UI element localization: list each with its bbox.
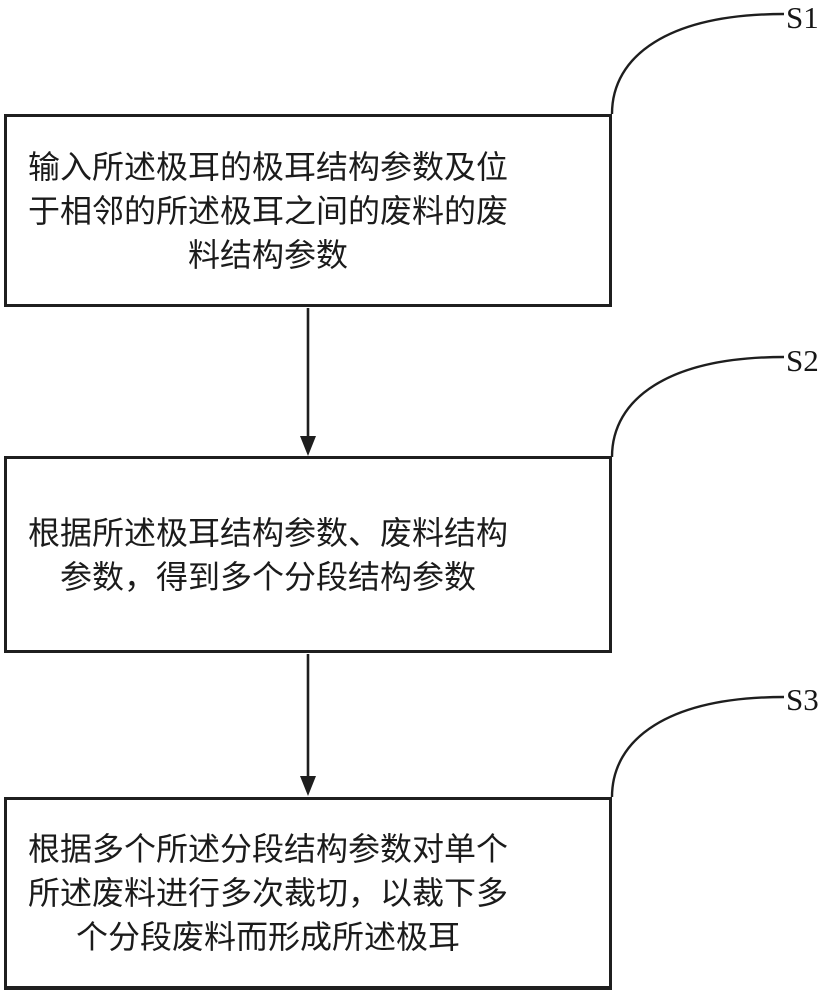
leader-curve-s1 bbox=[610, 12, 785, 115]
step-text-line: 所述废料进行多次裁切，以裁下多 bbox=[27, 875, 508, 911]
step-text-line: 参数，得到多个分段结构参数 bbox=[59, 558, 476, 595]
flow-arrow-1-head bbox=[300, 436, 316, 456]
ref-label-s1: S1 bbox=[786, 0, 819, 35]
step-box-s1: 输入所述极耳的极耳结构参数及位 于相邻的所述极耳之间的废料的废 料结构参数 bbox=[4, 114, 612, 307]
ref-label-s3: S3 bbox=[786, 682, 819, 717]
flow-arrow-2-head bbox=[300, 776, 316, 796]
ref-label-s2: S2 bbox=[786, 343, 819, 378]
step-text-line: 于相邻的所述极耳之间的废料的废 bbox=[27, 192, 508, 229]
step-text-line: 根据所述极耳结构参数、废料结构 bbox=[27, 514, 508, 551]
leader-curve-s3 bbox=[610, 695, 785, 798]
step-box-s2: 根据所述极耳结构参数、废料结构 参数，得到多个分段结构参数 bbox=[4, 456, 612, 653]
step-text-s1: 输入所述极耳的极耳结构参数及位 于相邻的所述极耳之间的废料的废 料结构参数 bbox=[23, 145, 513, 277]
step-box-s3: 根据多个所述分段结构参数对单个 所述废料进行多次裁切，以裁下多 个分段废料而形成… bbox=[4, 797, 612, 990]
leader-curve-s2 bbox=[610, 355, 785, 458]
step-text-line: 个分段废料而形成所述极耳 bbox=[75, 919, 460, 955]
step-text-line: 输入所述极耳的极耳结构参数及位 bbox=[27, 148, 508, 185]
step-text-s3: 根据多个所述分段结构参数对单个 所述废料进行多次裁切，以裁下多 个分段废料而形成… bbox=[23, 827, 513, 959]
step-text-line: 根据多个所述分段结构参数对单个 bbox=[27, 831, 508, 867]
step-text-s2: 根据所述极耳结构参数、废料结构 参数，得到多个分段结构参数 bbox=[23, 511, 513, 599]
step-text-line: 料结构参数 bbox=[187, 236, 348, 273]
